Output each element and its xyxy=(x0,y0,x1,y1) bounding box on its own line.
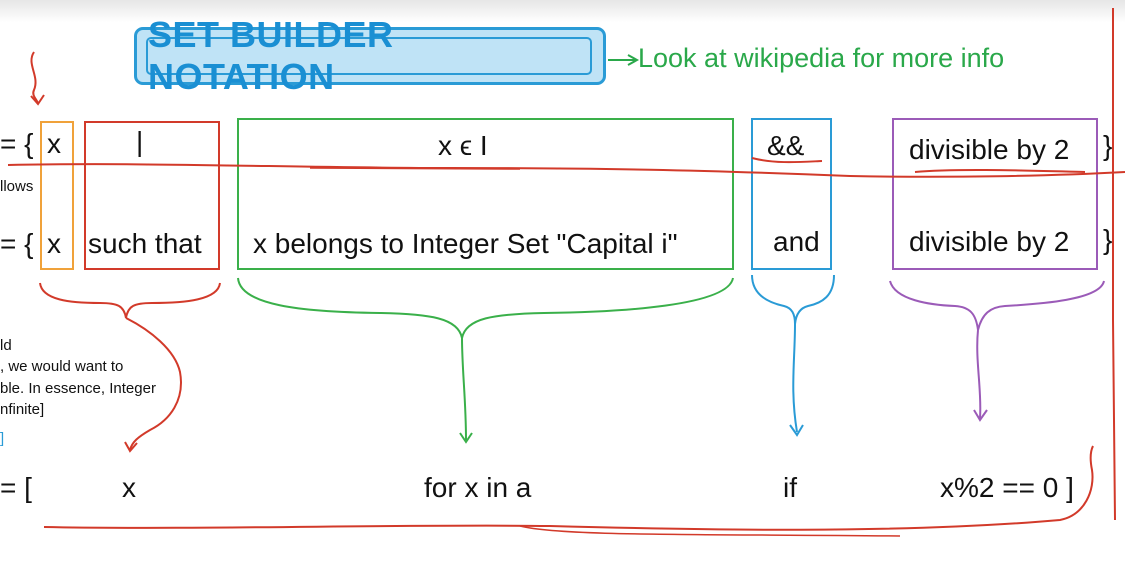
row2-prefix: = { xyxy=(0,228,34,259)
row1-close: } xyxy=(1103,130,1113,161)
blue-brace-arrow xyxy=(792,323,798,433)
green-brace-arrow xyxy=(461,337,467,441)
and-box xyxy=(751,118,832,270)
row2-membership: x belongs to Integer Set "Capital i" xyxy=(253,228,678,259)
row2-such-that: such that xyxy=(88,228,202,259)
red-curl-arrowhead xyxy=(30,94,45,106)
red-brace xyxy=(39,282,221,319)
row1-membership: x ϵ I xyxy=(438,130,488,161)
variable-box xyxy=(40,121,74,270)
row3-condition: x%2 == 0 ] xyxy=(940,472,1074,503)
row2-condition: divisible by 2 xyxy=(909,226,1070,257)
blue-brace-arrowhead xyxy=(789,424,804,437)
condition-box xyxy=(892,118,1098,270)
side-note-line4: nfinite] xyxy=(0,401,45,418)
row1-prefix: = { xyxy=(0,128,34,159)
green-brace-arrowhead xyxy=(459,432,473,444)
side-note-line1: ld xyxy=(0,337,12,354)
red-curl-arrow xyxy=(30,51,39,105)
such-that-box xyxy=(84,121,220,270)
row3-prefix: = [ xyxy=(0,472,32,503)
red-brace-arrowhead xyxy=(124,441,138,453)
membership-box xyxy=(237,118,734,270)
green-brace xyxy=(237,277,734,339)
row2-and: and xyxy=(773,226,820,257)
row3-if: if xyxy=(783,472,797,503)
red-bottom-brace xyxy=(43,445,1094,531)
red-vertical-line xyxy=(1112,8,1116,521)
row1-such-that: | xyxy=(136,126,144,157)
row1-and: && xyxy=(767,130,805,161)
side-note-line2: , we would want to xyxy=(0,358,124,375)
side-note-line5: ] xyxy=(0,430,5,447)
side-note-follows: llows xyxy=(0,178,34,195)
purple-brace xyxy=(889,280,1105,331)
side-note-line3: ble. In essence, Integer xyxy=(0,380,156,397)
row2-close: } xyxy=(1103,224,1113,255)
red-bottom-brace-2 xyxy=(519,525,901,537)
wikipedia-note: Look at wikipedia for more info xyxy=(638,43,1005,73)
row2-variable: x xyxy=(47,228,61,259)
top-strip xyxy=(0,0,1125,22)
title-banner: SET BUILDER NOTATION xyxy=(134,14,606,97)
row1-variable: x xyxy=(47,128,61,159)
purple-brace-arrowhead xyxy=(973,409,988,422)
row1-condition: divisible by 2 xyxy=(909,134,1070,165)
blue-brace xyxy=(751,274,835,325)
row3-expr: x xyxy=(122,472,136,503)
purple-brace-arrow xyxy=(976,329,982,419)
page-title: SET BUILDER NOTATION xyxy=(146,14,592,97)
green-arrow xyxy=(608,54,640,66)
row3-loop: for x in a xyxy=(424,472,532,503)
